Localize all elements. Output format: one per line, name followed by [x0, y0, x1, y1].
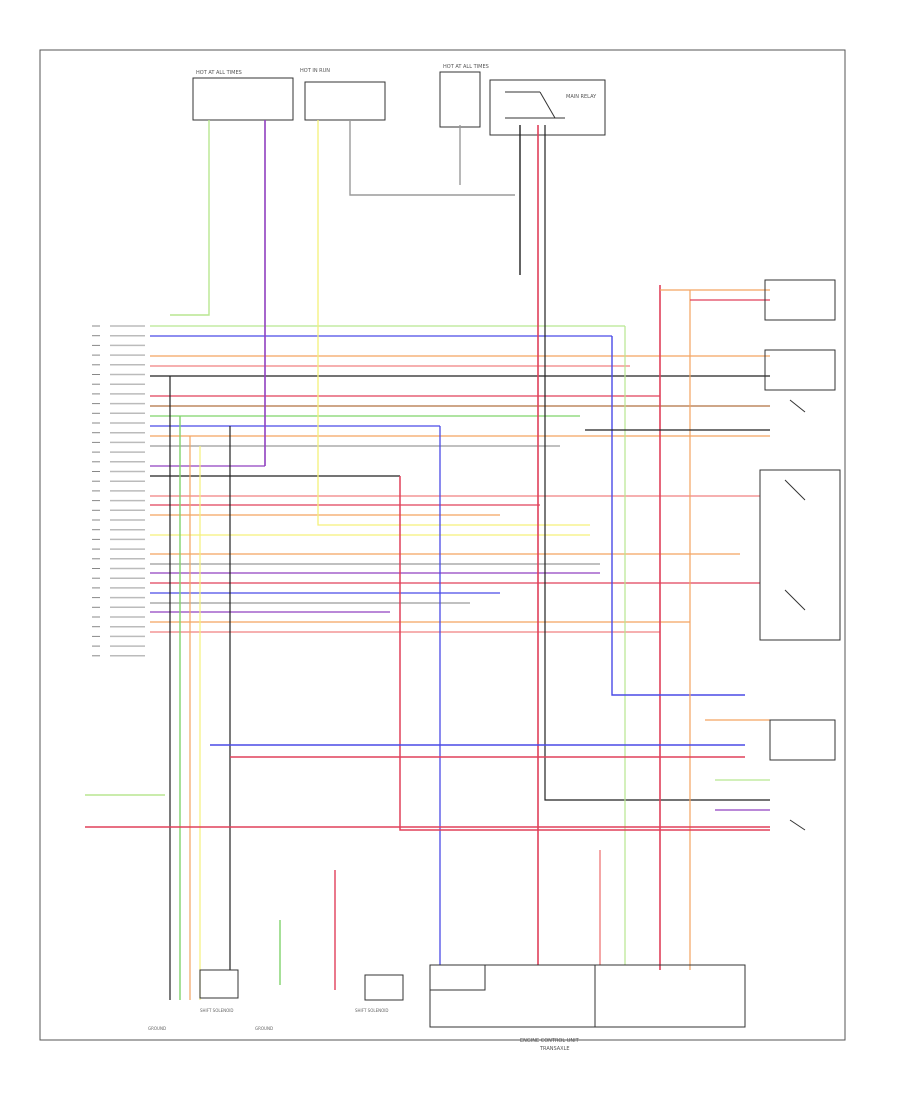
ground-1-label: GROUND: [148, 1026, 166, 1031]
wire-right-blue: [611, 336, 745, 696]
top-fuse-blocks: HOT AT ALL TIMES HOT IN RUN HOT AT ALL T…: [192, 64, 606, 136]
right-components: [759, 279, 841, 831]
solenoid-1-label: SHIFT SOLENOID: [200, 1008, 234, 1013]
wire-fuse-gray: [349, 120, 515, 196]
switch-arm-2: [784, 479, 806, 501]
fuse-block-2-label: HOT IN RUN: [300, 68, 330, 74]
fuse-block-1-label: HOT AT ALL TIMES: [196, 70, 242, 76]
switch-1-box: [764, 279, 836, 321]
solenoid-2-box: [364, 974, 404, 1001]
switch-arm-4: [789, 819, 806, 831]
main-relay: [489, 79, 606, 136]
solenoid-1-box: [199, 969, 239, 999]
wire-bottom-red: [399, 476, 770, 831]
relay-contact-2: [539, 91, 556, 119]
ecu-connector-pins: [92, 325, 145, 657]
small-module-1: [429, 964, 486, 991]
fuse-block-2: [304, 81, 386, 121]
wire-fuse-1-down: [170, 120, 210, 316]
wire-fuse-yellow-down: [317, 120, 590, 526]
wire-harness: [85, 120, 770, 1000]
diagram-frame: [39, 49, 846, 1041]
transaxle-switch-box: [759, 469, 841, 641]
transaxle-label: TRANSAXLE: [539, 1046, 570, 1052]
wire-relay-black-2: [544, 125, 770, 801]
sensor-box: [769, 719, 836, 761]
fuse-block-3: [439, 71, 481, 128]
fuse-block-1: [192, 77, 294, 121]
bottom-modules: ENGINE CONTROL UNIT TRANSAXLE SHIFT SOLE…: [148, 964, 746, 1052]
main-relay-label: MAIN RELAY: [566, 94, 597, 100]
ecu-bottom-box: [429, 964, 746, 1028]
solenoid-2-label: SHIFT SOLENOID: [355, 1008, 389, 1013]
switch-arm-1: [789, 399, 806, 413]
ecu-label: ENGINE CONTROL UNIT: [520, 1038, 580, 1044]
ground-2-label: GROUND: [255, 1026, 273, 1031]
fuse-block-3-label: HOT AT ALL TIMES: [443, 64, 489, 70]
switch-arm-3: [784, 589, 806, 611]
switch-2-box: [764, 349, 836, 391]
